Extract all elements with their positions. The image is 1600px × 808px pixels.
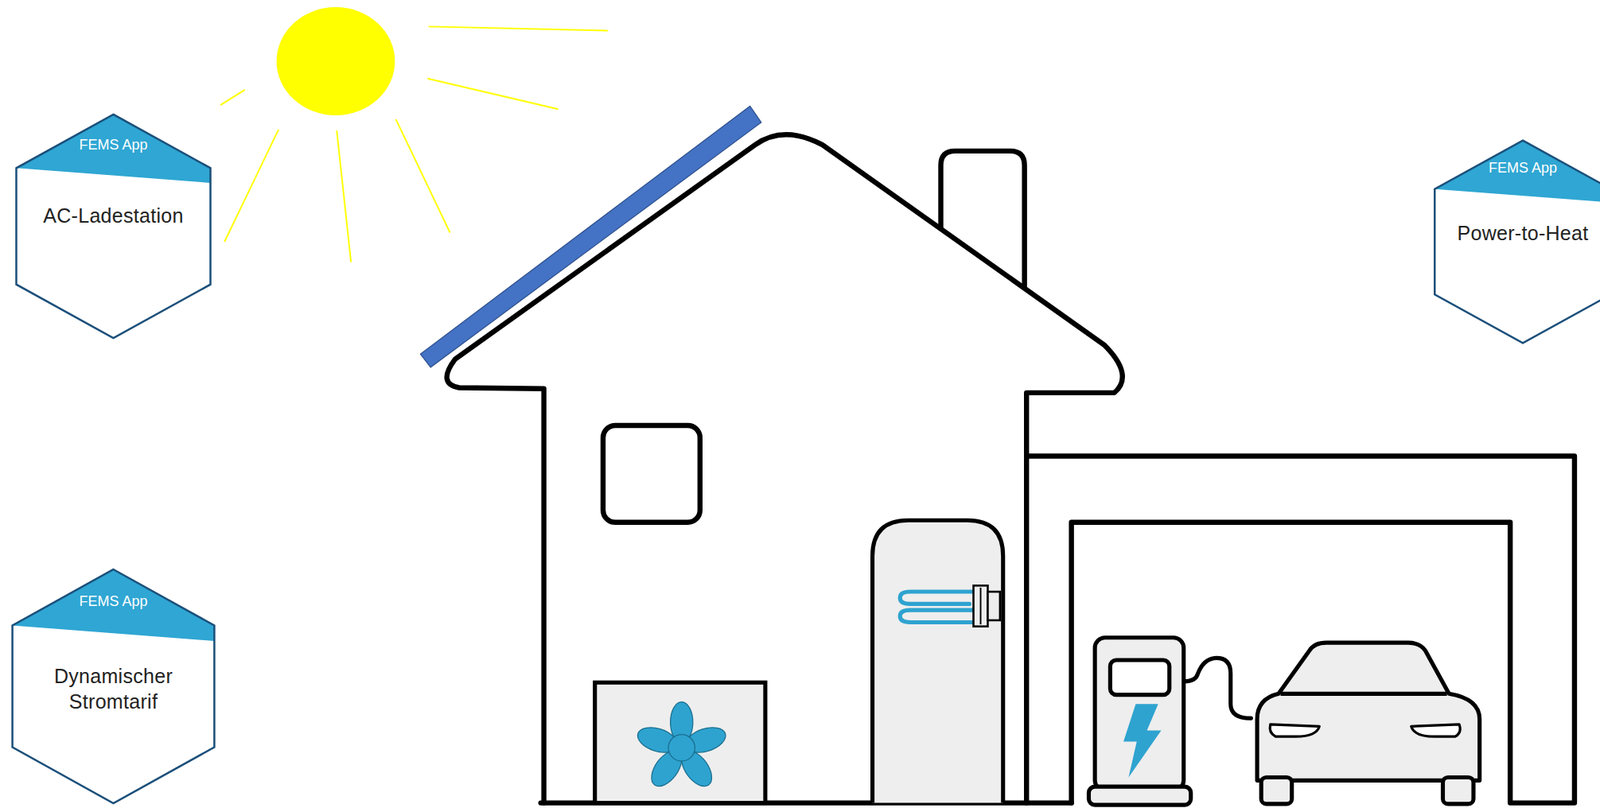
header-band: [1434, 140, 1600, 203]
hexagon-border: [12, 569, 215, 804]
electric-car: [1257, 642, 1480, 805]
charging-station: [1088, 638, 1251, 806]
app-hexagon: FEMS AppDynamischer Stromtarif: [10, 567, 217, 806]
app-name: AC-Ladestation: [34, 202, 193, 230]
sun: [220, 7, 608, 263]
app-name: Power-to-Heat: [1451, 220, 1596, 247]
header-band: [15, 114, 211, 183]
water-tank: [872, 520, 1004, 803]
house-outline: [447, 134, 1575, 803]
app-name: Dynamischer Stromtarif: [31, 663, 196, 716]
hexagon-border: [15, 114, 211, 339]
app-hexagon: FEMS AppPower-to-Heat: [1432, 138, 1600, 346]
solar-panel: [420, 105, 761, 367]
app-tag: FEMS App: [41, 593, 186, 611]
app-hexagon: FEMS AppAC-Ladestation: [14, 112, 213, 341]
header-band: [12, 569, 215, 642]
app-tag: FEMS App: [43, 136, 183, 154]
app-tag: FEMS App: [1459, 159, 1586, 177]
heat-pump: [595, 682, 766, 803]
hexagon-border: [1434, 140, 1600, 344]
